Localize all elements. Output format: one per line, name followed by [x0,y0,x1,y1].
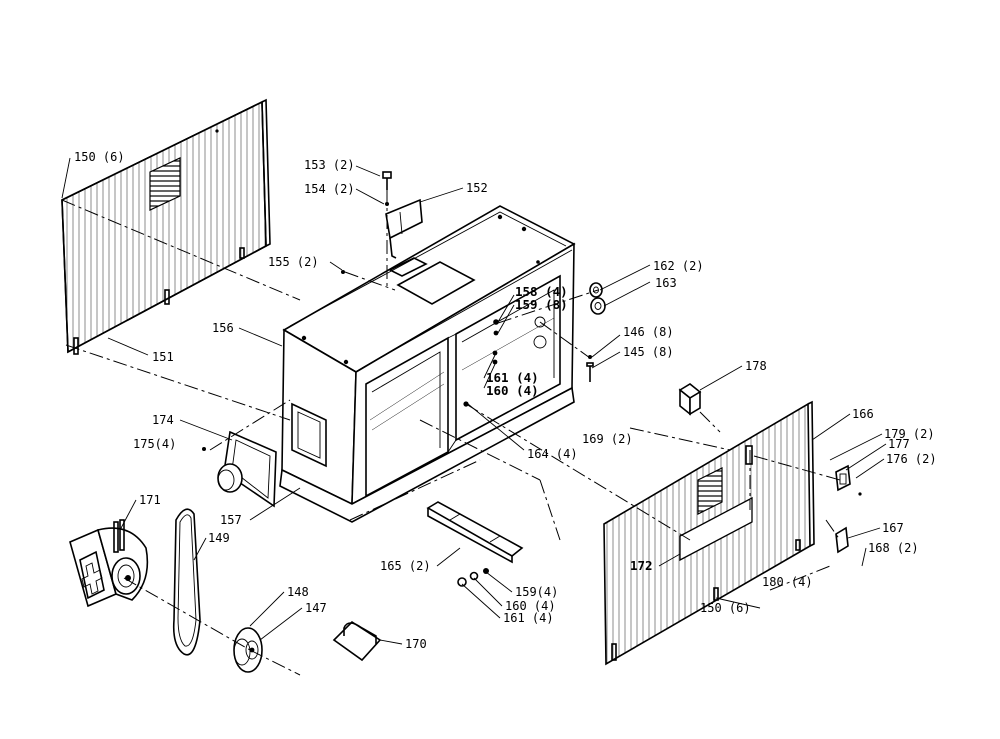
callout-161-bottom: 161 (4) [503,611,554,625]
callout-159-bottom: 159(4) [515,585,558,599]
callout-160-top: 160 (4) [486,383,539,398]
callout-157: 157 [220,513,242,527]
rail [426,501,524,587]
callout-159-top: 159 (8) [515,297,568,312]
callout-170: 170 [405,637,427,651]
callout-148: 148 [287,585,309,599]
centerlines [61,190,841,676]
callout-168: 168 (2) [868,541,919,555]
callout-149: 149 [208,531,230,545]
callout-180: 180 (4) [762,575,813,589]
callout-161-top: 161 (4) [486,370,539,385]
bearing-washers [589,282,606,315]
top-bracket [385,198,423,259]
callout-165: 165 (2) [380,559,431,573]
callout-177: 177 [888,437,910,451]
leader-lines [61,157,887,645]
motor [69,519,149,608]
callout-163: 163 [655,276,677,290]
callout-179: 179 (2) [884,427,935,441]
junction-box [678,383,702,416]
cabinet-body [279,205,576,523]
callout-146: 146 (8) [623,325,674,339]
callout-158: 158 (4) [515,284,568,299]
callout-150-top: 150 (6) [74,150,125,164]
callout-167: 167 [882,521,904,535]
switch-assembly [835,464,862,554]
callout-174: 174 [152,413,174,427]
left-side-panel [61,98,271,355]
callout-176: 176 (2) [886,452,937,466]
callout-labels: 150 (6) 151 152 153 (2) 154 (2) 155 (2) … [74,150,937,651]
callout-172: 172 [630,558,653,573]
callout-171: 171 [139,493,161,507]
callout-145: 145 (8) [623,345,674,359]
dust-hood [202,430,277,508]
pulley [233,627,263,673]
right-side-panel [603,400,815,666]
drive-belt [172,508,201,656]
callout-151: 151 [152,350,174,364]
callout-175: 175(4) [133,437,176,451]
callout-169: 169 (2) [582,432,633,446]
callout-156: 156 [212,321,234,335]
handle [332,620,382,662]
callout-153: 153 (2) [304,158,355,172]
callout-162: 162 (2) [653,259,704,273]
screws [586,355,594,382]
callout-160-bottom: 160 (4) [505,599,556,613]
callout-147: 147 [305,601,327,615]
callout-166: 166 [852,407,874,421]
callout-155: 155 (2) [268,255,319,269]
bolt-and-washer [382,171,392,206]
callout-150-bottom: 150 (6) [700,601,751,615]
callout-178: 178 [745,359,767,373]
callout-164: 164 (4) [527,447,578,461]
callout-154: 154 (2) [304,182,355,196]
callout-152: 152 [466,181,488,195]
